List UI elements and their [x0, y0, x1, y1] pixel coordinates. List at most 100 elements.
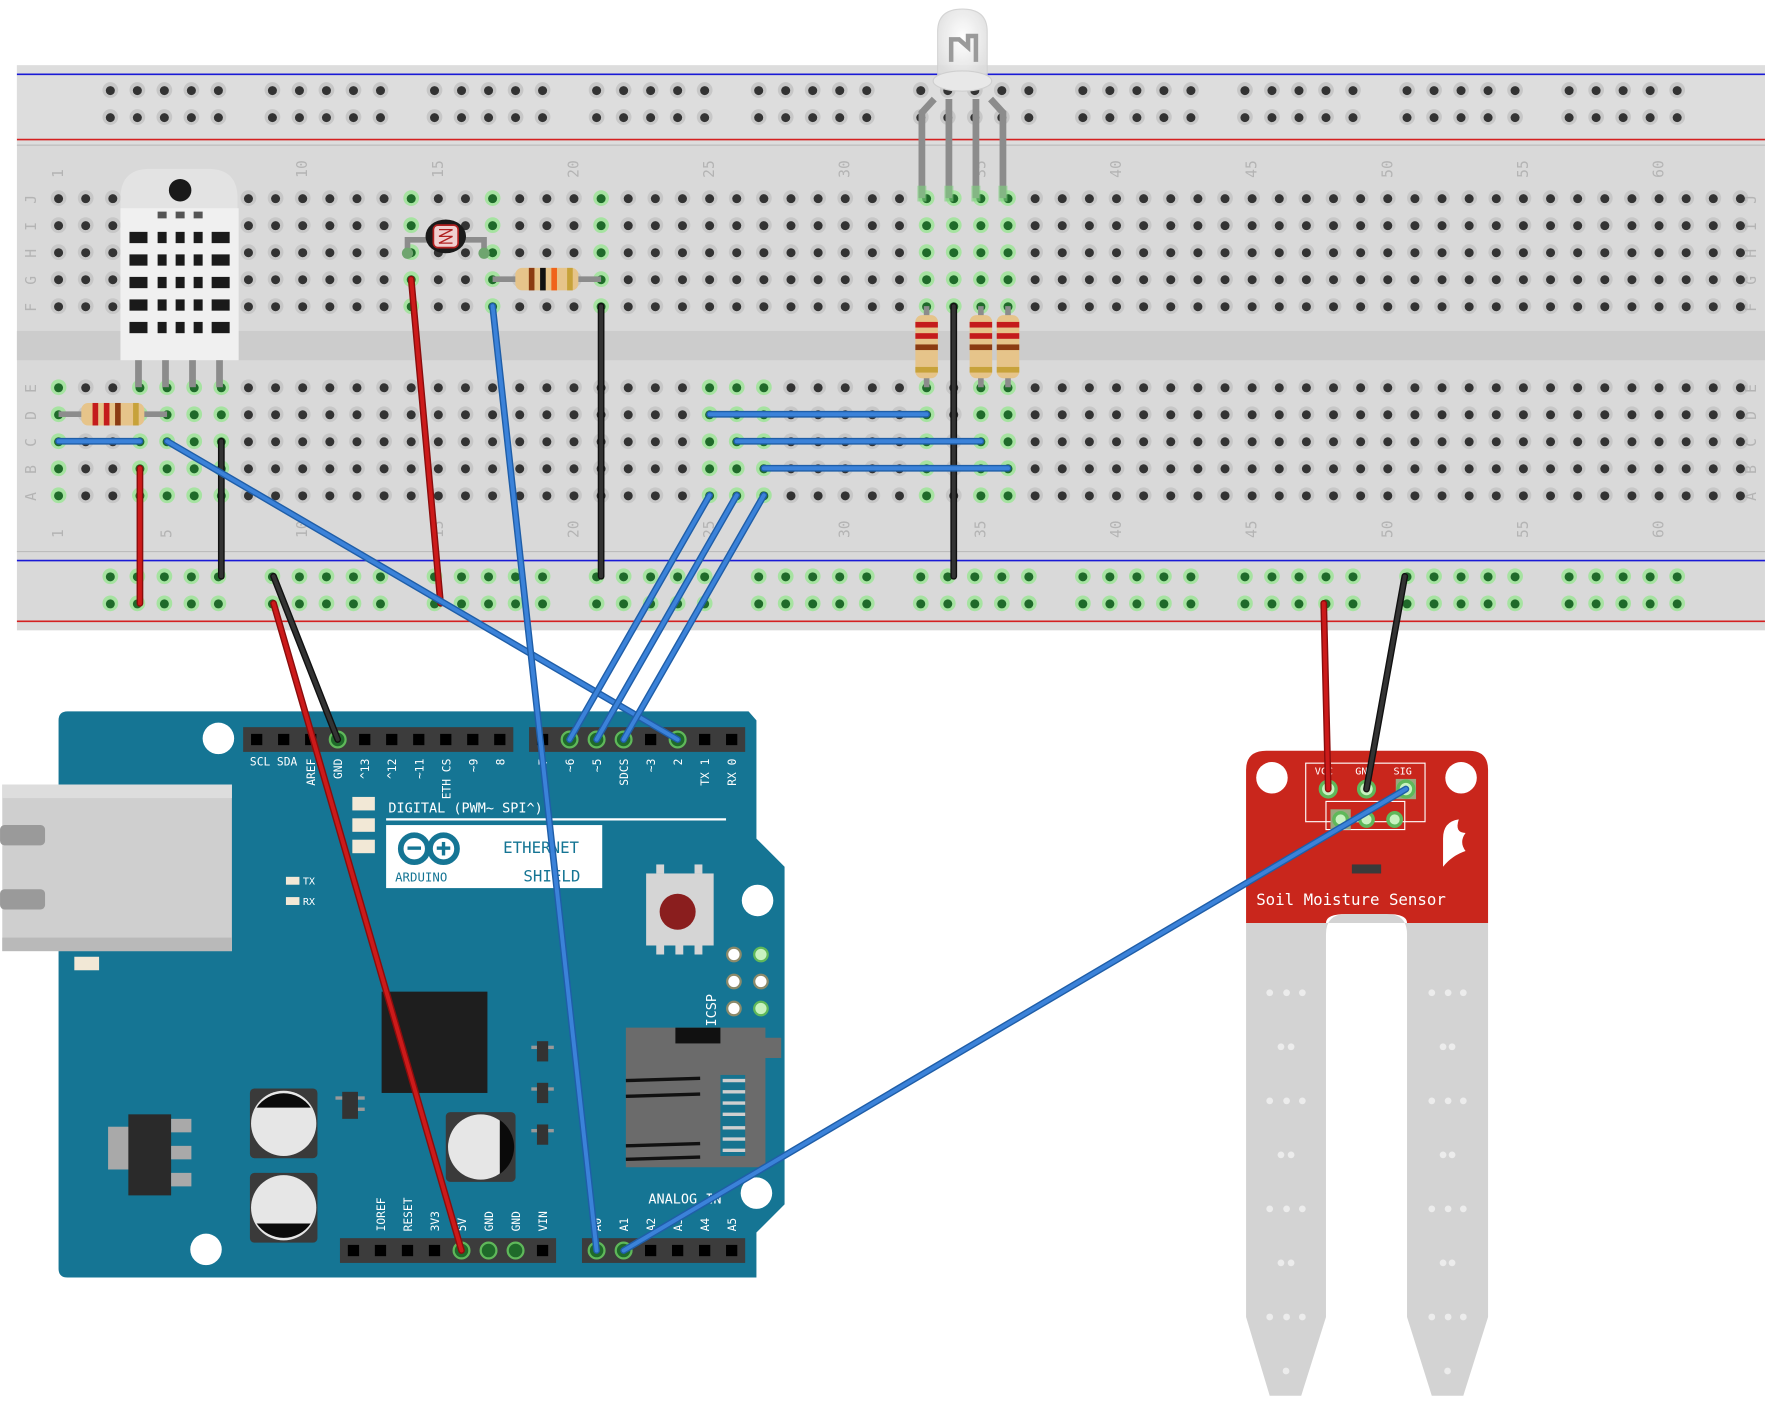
breadboard-hole — [1654, 410, 1664, 420]
breadboard-hole — [623, 248, 633, 258]
breadboard-hole — [1464, 437, 1474, 447]
rail-hole — [213, 113, 223, 123]
probe-dot — [1298, 1313, 1306, 1321]
breadboard-hole — [379, 383, 389, 393]
breadboard-hole — [1057, 491, 1067, 501]
breadboard-hole — [325, 194, 335, 204]
rail-hole — [1348, 599, 1358, 609]
breadboard-hole — [1383, 437, 1393, 447]
probe-traces — [1266, 989, 1467, 1375]
header-pin — [726, 733, 738, 746]
breadboard-hole — [1329, 248, 1339, 258]
sensor-title: Soil Moisture Sensor — [1256, 890, 1446, 909]
breadboard-hole — [1654, 275, 1664, 285]
rail-hole — [186, 599, 196, 609]
breadboard-hole — [786, 302, 796, 312]
rail-hole — [1294, 113, 1304, 123]
breadboard-hole — [1193, 464, 1203, 474]
smd-pads — [335, 1045, 554, 1133]
analog-header — [581, 1238, 746, 1263]
breadboard-hole — [1057, 464, 1067, 474]
breadboard-hole — [623, 275, 633, 285]
header-pin — [386, 733, 398, 746]
breadboard-hole — [515, 248, 525, 258]
row-label-left: E — [23, 384, 40, 393]
grill-slot — [129, 276, 148, 289]
column-number-top: 50 — [1379, 160, 1396, 178]
breadboard-hole — [1573, 437, 1583, 447]
grill-slot — [175, 231, 185, 244]
rail-hole — [1483, 599, 1493, 609]
breadboard-hole — [1112, 221, 1122, 231]
rail-hole — [754, 113, 764, 123]
breadboard-hole — [379, 464, 389, 474]
breadboard-hole — [1383, 302, 1393, 312]
grill-slot — [157, 321, 167, 334]
grill-slot — [193, 231, 203, 244]
breadboard-hole — [677, 383, 687, 393]
breadboard-hole — [1464, 491, 1474, 501]
rail-hole — [1564, 599, 1574, 609]
breadboard-hole — [1735, 275, 1745, 285]
breadboard-hole — [352, 383, 362, 393]
breadboard-hole — [1518, 410, 1528, 420]
breadboard-hole — [1681, 194, 1691, 204]
breadboard-hole — [1491, 302, 1501, 312]
breadboard-hole — [705, 302, 715, 312]
breadboard-hole — [677, 302, 687, 312]
pin-label: ~5 — [591, 759, 604, 773]
rail-hole — [484, 86, 494, 96]
photoresistor — [401, 219, 490, 259]
breadboard-hole — [1573, 383, 1583, 393]
breadboard-hole — [623, 302, 633, 312]
capacitor — [249, 1088, 318, 1159]
breadboard-hole — [1030, 221, 1040, 231]
breadboard-hole — [460, 194, 470, 204]
breadboard-hole — [650, 383, 660, 393]
breadboard-hole — [54, 464, 64, 474]
breadboard-hole — [298, 221, 308, 231]
breadboard-hole — [1573, 302, 1583, 312]
probe-dot — [1287, 1151, 1295, 1159]
breadboard-labels: 1155101015152020252530303535404045455050… — [23, 160, 1760, 538]
probe-dot — [1298, 989, 1306, 997]
breadboard-hole — [1030, 491, 1040, 501]
resistor-band — [996, 333, 1020, 339]
probe-dot — [1266, 1313, 1274, 1321]
rail-hole — [970, 599, 980, 609]
rail-hole — [1402, 113, 1412, 123]
breadboard-hole — [1220, 410, 1230, 420]
breadboard-hole — [1193, 248, 1203, 258]
rail-hole — [1456, 572, 1466, 582]
rail-hole — [1402, 86, 1412, 96]
column-number-bottom: 45 — [1244, 520, 1261, 538]
rail-hole — [1564, 572, 1574, 582]
rail-hole — [1294, 86, 1304, 96]
rail-hole — [1429, 572, 1439, 582]
breadboard-hole — [677, 248, 687, 258]
probe-dot — [1428, 989, 1436, 997]
wires — [55, 275, 1410, 1254]
pin-label: ~11 — [413, 758, 426, 779]
grill-slot — [193, 321, 203, 334]
breadboard-hole — [379, 410, 389, 420]
row-label-right: B — [1743, 465, 1760, 474]
rail-hole — [808, 599, 818, 609]
breadboard-hole — [949, 248, 959, 258]
breadboard-hole — [488, 464, 498, 474]
rail-hole — [700, 572, 710, 582]
breadboard-hole — [1166, 410, 1176, 420]
grill-slot — [175, 321, 185, 334]
breadboard-hole — [243, 221, 253, 231]
breadboard-hole — [162, 464, 172, 474]
breadboard-hole — [976, 410, 986, 420]
breadboard-hole — [1003, 491, 1013, 501]
breadboard-hole — [1735, 221, 1745, 231]
column-number-bottom: 30 — [837, 520, 854, 538]
breadboard-hole — [1491, 194, 1501, 204]
breadboard-hole — [433, 194, 443, 204]
breadboard-hole — [1654, 248, 1664, 258]
wire-led-red — [567, 493, 712, 742]
breadboard-hole — [1600, 383, 1610, 393]
